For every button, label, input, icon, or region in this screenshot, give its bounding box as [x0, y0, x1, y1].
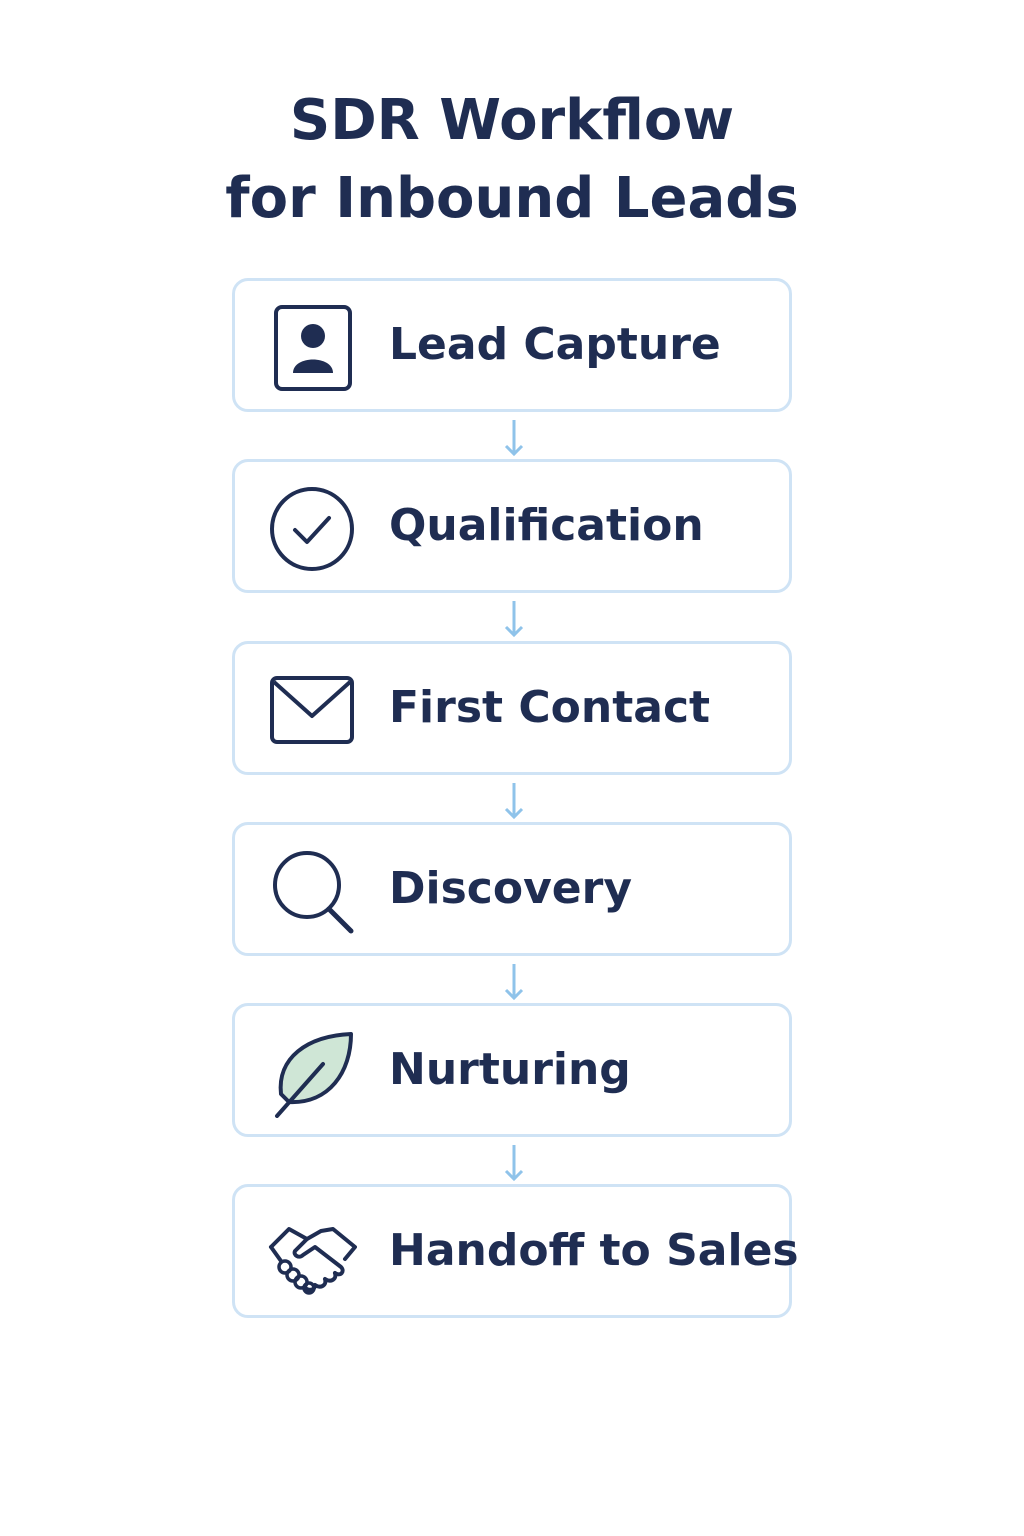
step-lead-capture: Lead Capture	[232, 278, 792, 412]
leaf-icon	[267, 1028, 357, 1118]
step-label: Nurturing	[389, 1044, 631, 1095]
step-label: Qualification	[389, 500, 704, 551]
envelope-icon	[267, 666, 357, 756]
step-label: Handoff to Sales	[389, 1225, 799, 1276]
step-first-contact: First Contact	[232, 641, 792, 775]
step-label: Discovery	[389, 863, 633, 914]
flow-arrow	[504, 418, 524, 458]
flow-arrow	[504, 781, 524, 821]
check-circle-icon	[267, 484, 357, 574]
flow-arrow	[504, 1143, 524, 1183]
title-line-2: for Inbound Leads	[225, 166, 799, 231]
handshake-icon	[267, 1209, 357, 1299]
step-label: Lead Capture	[389, 319, 721, 370]
diagram-title: SDR Workflow for Inbound Leads	[0, 82, 1024, 238]
contact-card-icon	[267, 303, 357, 393]
step-handoff-to-sales: Handoff to Sales	[232, 1184, 799, 1318]
flow-arrow	[504, 962, 524, 1002]
step-discovery: Discovery	[232, 822, 792, 956]
flow-arrow	[504, 599, 524, 639]
step-nurturing: Nurturing	[232, 1003, 792, 1137]
magnifying-glass-icon	[267, 847, 357, 937]
step-qualification: Qualification	[232, 459, 792, 593]
step-label: First Contact	[389, 682, 711, 733]
title-line-1: SDR Workflow	[289, 88, 735, 153]
